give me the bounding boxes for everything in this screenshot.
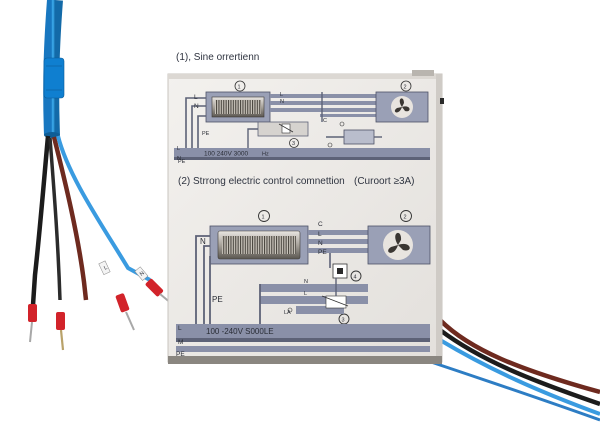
marker-4 [350, 270, 362, 282]
marker-2 [400, 210, 412, 222]
relay-switch [281, 123, 291, 134]
ferrule-terminal [56, 312, 65, 351]
svg-text:PE: PE [202, 131, 210, 137]
black-wire [30, 135, 51, 306]
brown-wire [51, 136, 89, 301]
heat-shrink-sleeve [43, 57, 65, 99]
svg-text:C: C [323, 118, 327, 124]
bottom-supply-label: 100 -240V S000LE [206, 327, 274, 336]
svg-text:N: N [280, 99, 284, 105]
top-diagram-caption: (1), Sine orrertienn [176, 52, 259, 63]
wire-marker-tag [134, 266, 149, 281]
svg-text:M: M [178, 339, 183, 346]
svg-text:N: N [318, 240, 323, 247]
svg-text:PE: PE [318, 249, 327, 256]
svg-text:N: N [304, 279, 308, 285]
svg-text:C: C [318, 221, 323, 228]
svg-text:PE: PE [176, 351, 185, 358]
svg-text:N: N [200, 237, 206, 246]
bottom-schematic: 1 2 4 3 [176, 210, 431, 358]
svg-text:3: 3 [342, 318, 345, 324]
marker-1 [234, 80, 246, 92]
svg-text:1: 1 [262, 215, 265, 221]
svg-text:L: L [280, 92, 283, 98]
svg-text:L: L [177, 146, 180, 152]
svg-text:N: N [194, 103, 199, 110]
marker-3 [289, 138, 299, 148]
external-cable-left [28, 0, 173, 351]
svg-text:LA: LA [284, 310, 291, 316]
ferrule-terminal [115, 293, 135, 331]
svg-text:L: L [194, 94, 198, 101]
marker-1 [258, 210, 270, 222]
svg-text:L: L [178, 325, 182, 332]
bottom-diagram-caption: (2) Strrong electric control comnettion [178, 176, 345, 187]
svg-text:N: N [139, 271, 146, 278]
svg-text:L: L [318, 231, 322, 238]
svg-text:PE: PE [212, 295, 223, 304]
svg-text:PE: PE [178, 159, 186, 165]
relay-switch [325, 295, 347, 309]
svg-text:L: L [304, 291, 307, 297]
svg-text:2: 2 [404, 215, 407, 221]
top-supply-label: 100 240V 3000 [204, 151, 248, 158]
top-schematic: 1 2 3 100 2 [174, 80, 430, 165]
blue-wire [56, 135, 151, 282]
wire-marker-tag [98, 260, 111, 276]
svg-text:L: L [103, 265, 108, 272]
current-rating-note: (Curoort ≥3A) [354, 176, 415, 187]
svg-text:1: 1 [238, 85, 241, 91]
svg-text:N: N [177, 156, 181, 162]
marker-2 [400, 80, 412, 92]
supply-bus [176, 324, 430, 338]
svg-text:4: 4 [354, 275, 357, 281]
external-cable-right [424, 318, 600, 422]
svg-text:Hz: Hz [262, 152, 269, 158]
ferrule-terminal [28, 304, 37, 343]
supply-bus [174, 148, 430, 157]
svg-text:3: 3 [292, 141, 295, 147]
svg-text:2: 2 [404, 85, 407, 91]
panel-latch [412, 70, 434, 76]
